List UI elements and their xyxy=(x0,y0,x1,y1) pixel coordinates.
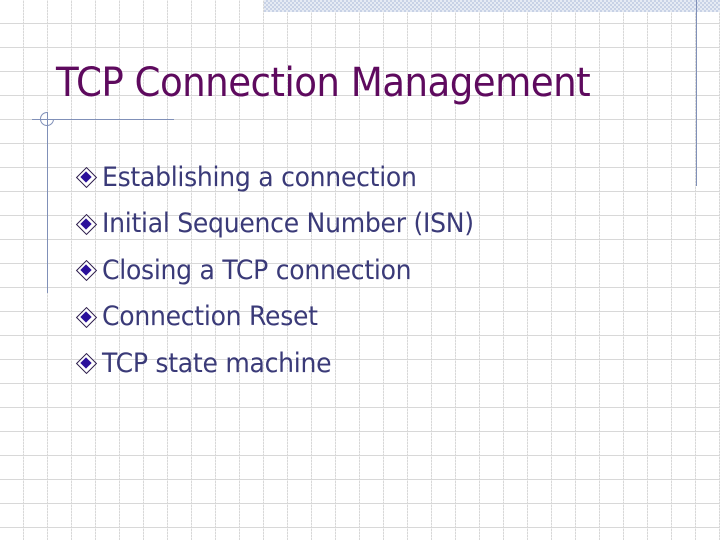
bullet-item: Connection Reset xyxy=(76,294,502,341)
bullet-text: Initial Sequence Number (ISN) xyxy=(102,208,474,240)
bullet-text: Closing a TCP connection xyxy=(102,254,412,286)
crosshair-circle-icon xyxy=(40,112,54,126)
diamond-bullet-icon xyxy=(76,353,96,373)
bullet-item: Initial Sequence Number (ISN) xyxy=(76,201,502,248)
diamond-bullet-icon xyxy=(76,260,96,280)
diamond-bullet-icon xyxy=(76,214,96,234)
bullet-text: Connection Reset xyxy=(102,301,318,333)
decorative-hatch-band xyxy=(264,0,720,12)
decorative-left-rule xyxy=(47,112,48,293)
bullet-list: Establishing a connection Initial Sequen… xyxy=(76,154,502,387)
decorative-right-rule xyxy=(696,0,697,186)
slide-title: TCP Connection Management xyxy=(56,60,591,106)
bullet-text: Establishing a connection xyxy=(102,161,417,193)
bullet-text: TCP state machine xyxy=(102,347,332,379)
title-underline-rule xyxy=(32,119,174,120)
diamond-bullet-icon xyxy=(76,307,96,327)
bullet-item: TCP state machine xyxy=(76,340,502,387)
bullet-item: Closing a TCP connection xyxy=(76,247,502,294)
diamond-bullet-icon xyxy=(76,167,96,187)
bullet-item: Establishing a connection xyxy=(76,154,502,201)
